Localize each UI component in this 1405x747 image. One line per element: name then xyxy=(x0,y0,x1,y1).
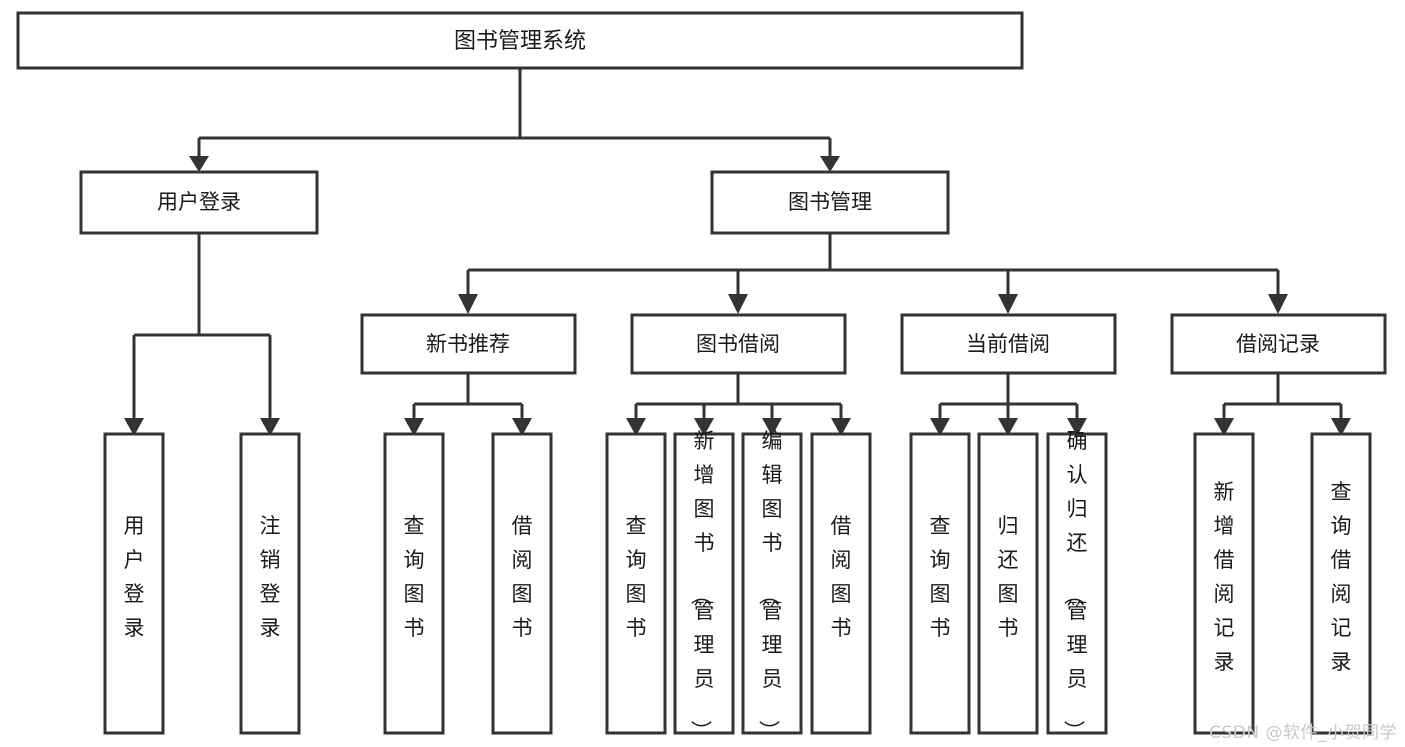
leaf-current-borrow-3[interactable]: 确认归还（管理员） xyxy=(1046,429,1108,741)
arrowhead-user-leaf-1 xyxy=(124,418,144,436)
node-new-book-recommend-label: 新书推荐 xyxy=(426,332,510,356)
leaf-recommend-1-label: 查询图书 xyxy=(404,514,425,640)
leaf-book-borrow-3[interactable]: 编辑图书（管理员） xyxy=(741,429,803,741)
node-root-box xyxy=(16,11,1024,70)
leaf-current-borrow-2-box xyxy=(977,432,1039,735)
leaf-book-borrow-2-label: 新增图书（管理员） xyxy=(689,429,715,741)
leaf-borrow-record-2[interactable]: 查询借阅记录 xyxy=(1310,432,1372,735)
leaf-recommend-1-box xyxy=(383,432,445,735)
leaf-borrow-record-2-box xyxy=(1310,432,1372,735)
arrowhead-to-book-borrow xyxy=(728,294,748,314)
node-new-book-recommend[interactable]: 新书推荐 xyxy=(360,313,577,375)
leaf-recommend-2-label: 借阅图书 xyxy=(512,514,533,640)
node-book-management-box xyxy=(710,170,950,235)
node-borrow-record-label: 借阅记录 xyxy=(1236,332,1320,356)
node-book-borrow-label: 图书借阅 xyxy=(696,332,780,356)
arrowhead-current-leaf-3 xyxy=(1067,418,1087,436)
node-book-management[interactable]: 图书管理 xyxy=(710,170,950,235)
leaf-book-borrow-2-box xyxy=(673,432,735,735)
leaf-borrow-record-1[interactable]: 新增借阅记录 xyxy=(1193,432,1255,735)
node-borrow-record[interactable]: 借阅记录 xyxy=(1170,313,1387,375)
leaf-recommend-2[interactable]: 借阅图书 xyxy=(491,432,553,735)
leaf-user-login-1-box xyxy=(103,432,165,735)
connector-layer xyxy=(124,68,1351,436)
leaf-book-borrow-1-box xyxy=(605,432,667,735)
leaf-current-borrow-2-label: 归还图书 xyxy=(998,514,1019,640)
arrowhead-borrow-leaf-3 xyxy=(762,418,782,436)
arrowhead-borrow-leaf-4 xyxy=(831,418,851,436)
leaf-book-borrow-4-label: 借阅图书 xyxy=(831,514,852,640)
leaf-current-borrow-3-box xyxy=(1046,432,1108,735)
node-borrow-record-box xyxy=(1170,313,1387,375)
node-root-label: 图书管理系统 xyxy=(454,29,586,54)
leaf-borrow-record-1-label: 新增借阅记录 xyxy=(1214,480,1235,674)
arrowhead-borrow-leaf-1 xyxy=(626,418,646,436)
arrowhead-to-current-borrow xyxy=(998,294,1018,314)
arrowhead-to-book-management xyxy=(820,156,840,172)
leaf-book-borrow-3-label: 编辑图书（管理员） xyxy=(757,429,783,741)
node-book-borrow[interactable]: 图书借阅 xyxy=(630,313,847,375)
arrowhead-record-leaf-1 xyxy=(1214,418,1234,436)
arrowhead-record-leaf-2 xyxy=(1331,418,1351,436)
node-user-login-label: 用户登录 xyxy=(157,190,241,214)
leaf-user-login-2[interactable]: 注销登录 xyxy=(239,432,301,735)
leaf-book-borrow-2[interactable]: 新增图书（管理员） xyxy=(673,429,735,741)
leaf-borrow-record-1-box xyxy=(1193,432,1255,735)
leaf-current-borrow-1-box xyxy=(909,432,971,735)
arrowhead-recommend-leaf-2 xyxy=(512,418,532,436)
arrowhead-borrow-leaf-2 xyxy=(694,418,714,436)
leaf-current-borrow-1-label: 查询图书 xyxy=(930,514,951,640)
arrowhead-current-leaf-2 xyxy=(998,418,1018,436)
arrowhead-to-borrow-record xyxy=(1268,294,1288,314)
leaf-user-login-1[interactable]: 用户登录 xyxy=(103,432,165,735)
leaf-book-borrow-1-label: 查询图书 xyxy=(626,514,647,640)
node-current-borrow-box xyxy=(900,313,1117,375)
arrowhead-recommend-leaf-1 xyxy=(404,418,424,436)
leaf-book-borrow-4-box xyxy=(810,432,872,735)
leaf-recommend-2-box xyxy=(491,432,553,735)
leaf-user-login-1-label: 用户登录 xyxy=(124,514,145,640)
csdn-watermark: CSDN @软件_小贺同学 xyxy=(1209,723,1397,743)
leaf-current-borrow-2[interactable]: 归还图书 xyxy=(977,432,1039,735)
leaf-recommend-1[interactable]: 查询图书 xyxy=(383,432,445,735)
arrowhead-to-user-login xyxy=(189,156,209,172)
leaf-book-borrow-4[interactable]: 借阅图书 xyxy=(810,432,872,735)
arrowhead-user-leaf-2 xyxy=(260,418,280,436)
leaf-current-borrow-1[interactable]: 查询图书 xyxy=(909,432,971,735)
arrowhead-to-new-book-recommend xyxy=(458,294,478,314)
leaf-user-login-2-box xyxy=(239,432,301,735)
leaf-book-borrow-3-box xyxy=(741,432,803,735)
node-user-login-box xyxy=(79,170,319,235)
node-current-borrow[interactable]: 当前借阅 xyxy=(900,313,1117,375)
leaf-book-borrow-1[interactable]: 查询图书 xyxy=(605,432,667,735)
node-book-management-label: 图书管理 xyxy=(788,190,872,214)
node-root-book-management-system[interactable]: 图书管理系统 xyxy=(16,11,1024,70)
node-user-login[interactable]: 用户登录 xyxy=(79,170,319,235)
node-book-borrow-box xyxy=(630,313,847,375)
leaf-current-borrow-3-label: 确认归还（管理员） xyxy=(1062,429,1088,741)
node-new-book-recommend-box xyxy=(360,313,577,375)
leaf-borrow-record-2-label: 查询借阅记录 xyxy=(1331,480,1352,674)
arrowhead-current-leaf-1 xyxy=(930,418,950,436)
leaf-user-login-2-label: 注销登录 xyxy=(260,514,281,640)
node-current-borrow-label: 当前借阅 xyxy=(966,332,1050,356)
